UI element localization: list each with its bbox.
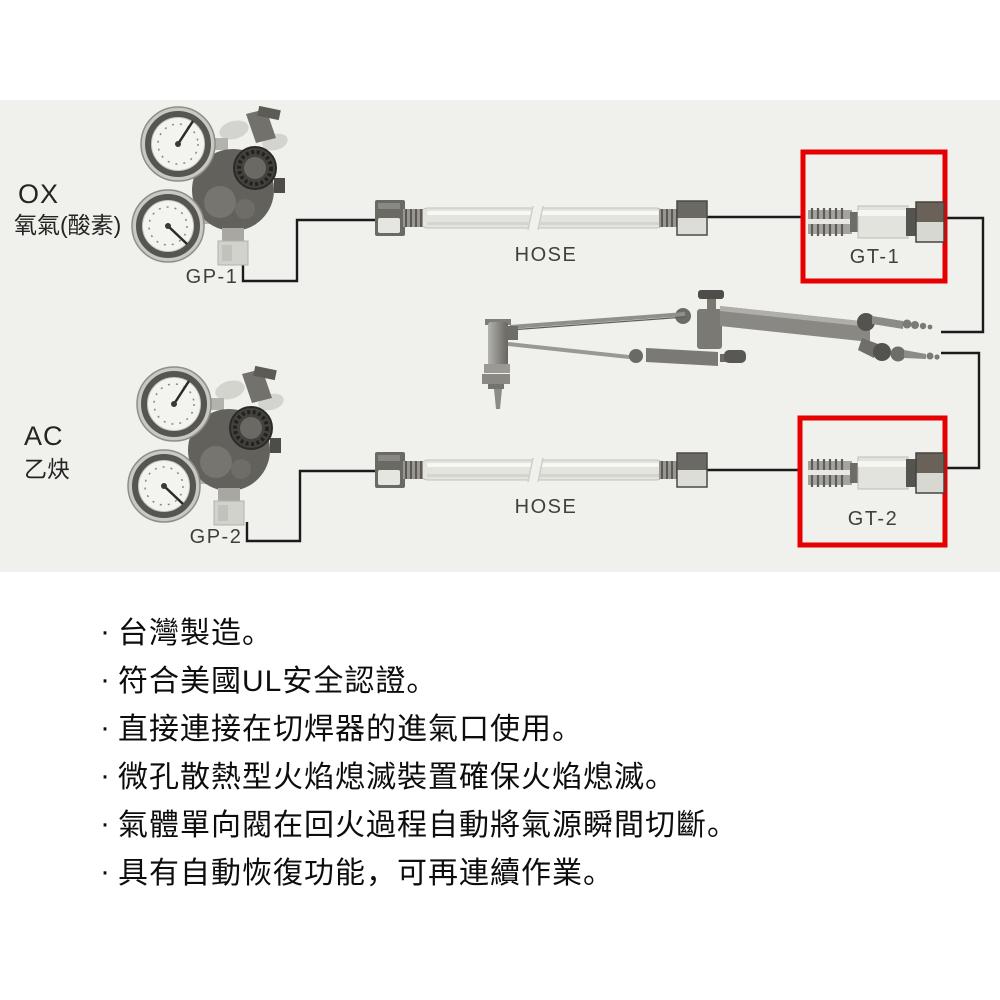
gt2-arrestor-illustration	[806, 451, 946, 495]
connector-gp2-to-hose	[245, 469, 377, 543]
bullet-dot: ·	[100, 807, 111, 840]
hose2-label: HOSE	[515, 496, 578, 518]
bullet-dot: ·	[100, 855, 111, 888]
feature-item: · 氣體單向閥在回火過程自動將氣源瞬間切斷。	[100, 804, 960, 852]
gp1-regulator-illustration	[132, 106, 290, 265]
bullet-dot: ·	[100, 663, 111, 696]
feature-item: · 微孔散熱型火焰熄滅裝置確保火焰熄滅。	[100, 756, 960, 804]
gp2-regulator-illustration	[128, 366, 286, 525]
cutting-torch-illustration	[482, 290, 940, 409]
gt1-arrestor-illustration	[806, 200, 946, 244]
feature-text: 直接連接在切焊器的進氣口使用。	[118, 713, 583, 746]
oxygen-name-label: 氧氣(酸素)	[14, 212, 121, 238]
feature-text: 台灣製造。	[118, 617, 273, 650]
feature-text: 微孔散熱型火焰熄滅裝置確保火焰熄滅。	[118, 761, 676, 794]
feature-item: · 台灣製造。	[100, 612, 960, 660]
connection-diagram: OX 氧氣(酸素) GP-1 HOSE GT-1	[0, 100, 1000, 572]
gt1-highlight-box	[800, 149, 948, 284]
bullet-dot: ·	[100, 711, 111, 744]
feature-text: 具有自動恢復功能，可再連續作業。	[118, 857, 614, 890]
gt1-label: GT-1	[850, 246, 900, 268]
connector-gp1-to-hose	[241, 218, 377, 283]
acetylene-code-label: AC	[24, 421, 64, 451]
gt2-label: GT-2	[848, 508, 898, 530]
acetylene-hose-illustration	[374, 451, 708, 489]
feature-text: 氣體單向閥在回火過程自動將氣源瞬間切斷。	[118, 809, 738, 842]
hose1-label: HOSE	[515, 244, 578, 266]
feature-list: · 台灣製造。 · 符合美國UL安全認證。 · 直接連接在切焊器的進氣口使用。 …	[100, 612, 960, 900]
feature-text: 符合美國UL安全認證。	[118, 665, 438, 698]
bullet-dot: ·	[100, 615, 111, 648]
feature-item: · 符合美國UL安全認證。	[100, 660, 960, 708]
acetylene-name-label: 乙炔	[24, 456, 70, 482]
connector-gt1-to-torch	[941, 216, 985, 334]
gp2-label: GP-2	[190, 526, 243, 548]
oxygen-hose-illustration	[374, 199, 708, 237]
gt2-highlight-box	[797, 415, 948, 548]
diagram-graphic: OX 氧氣(酸素) GP-1 HOSE GT-1	[14, 100, 985, 548]
connector-torch-to-gt2	[941, 351, 981, 470]
gp1-label: GP-1	[186, 266, 239, 288]
feature-item: · 直接連接在切焊器的進氣口使用。	[100, 708, 960, 756]
oxygen-code-label: OX	[18, 179, 59, 209]
feature-item: · 具有自動恢復功能，可再連續作業。	[100, 852, 960, 900]
bullet-dot: ·	[100, 759, 111, 792]
